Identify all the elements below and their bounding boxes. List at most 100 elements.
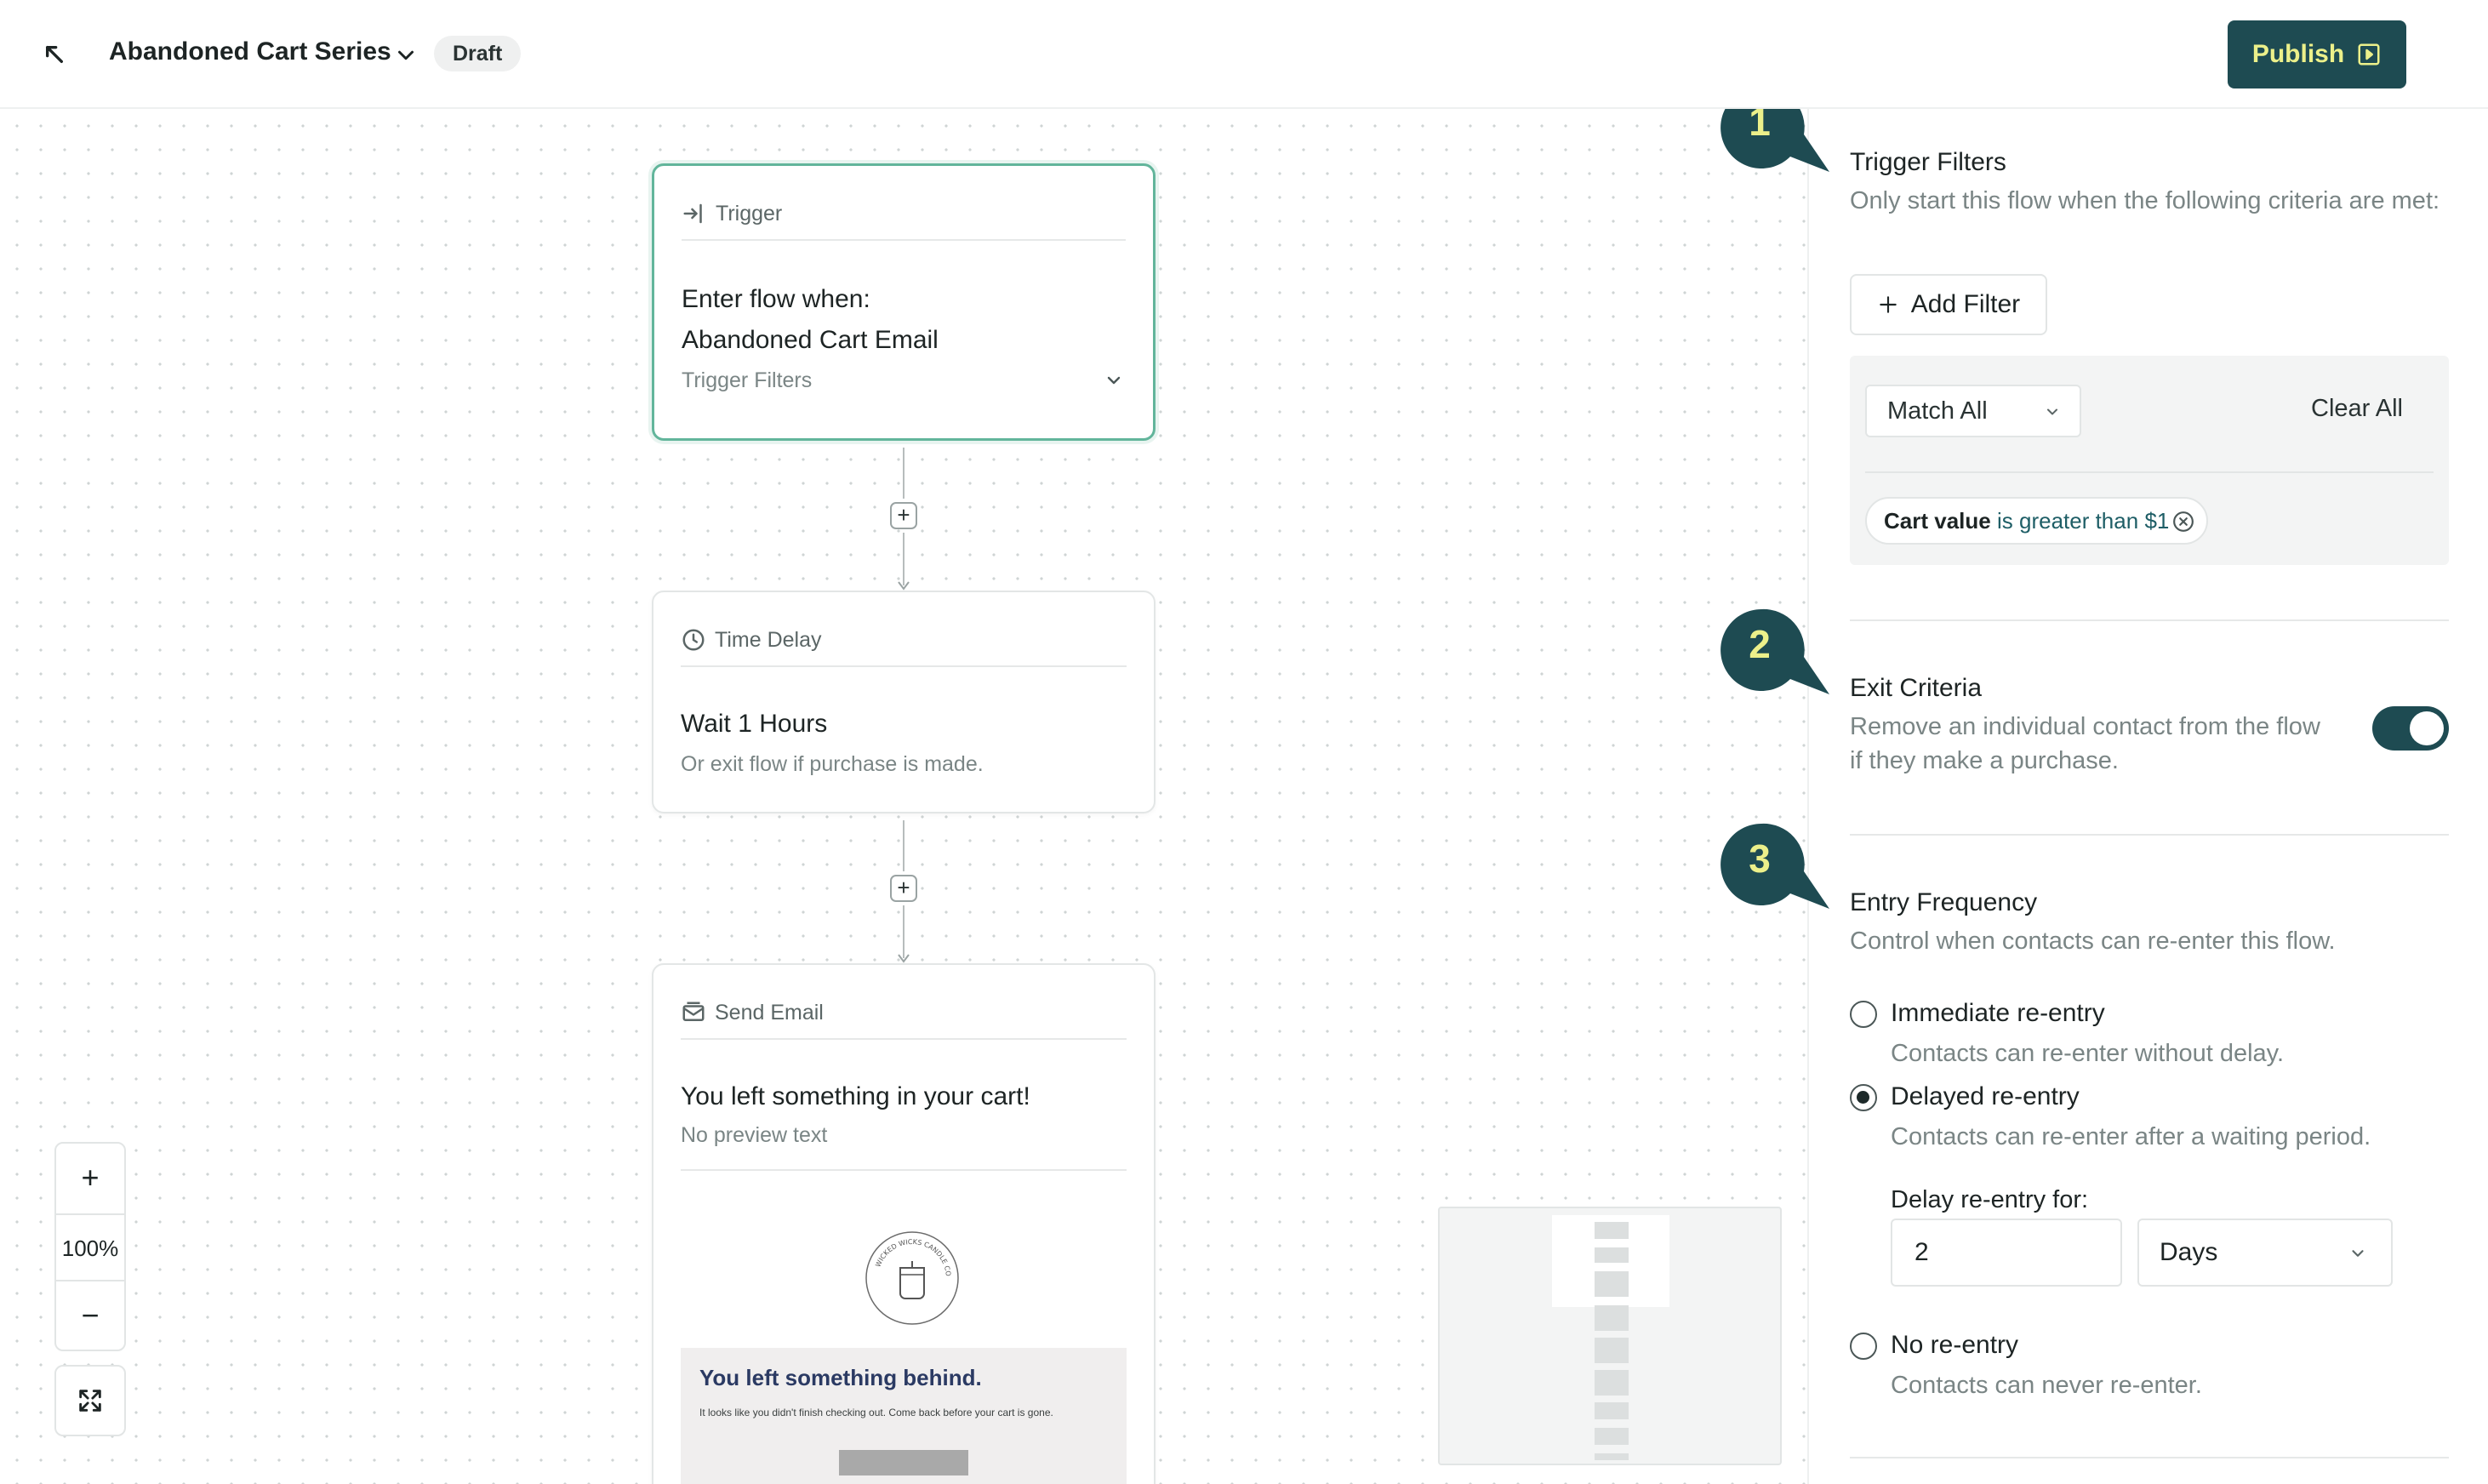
minimap-node: [1595, 1305, 1629, 1331]
expand-icon: [79, 1390, 101, 1412]
trigger-line1: Enter flow when:: [682, 285, 870, 313]
minimap-node: [1595, 1271, 1629, 1297]
zoom-controls: + 100% −: [54, 1142, 126, 1351]
minimap-node: [1595, 1370, 1629, 1396]
radio-no-reentry[interactable]: [1850, 1333, 1877, 1360]
zoom-level: 100%: [56, 1213, 124, 1281]
send-email-card[interactable]: Send Email You left something in your ca…: [652, 963, 1156, 1484]
toggle-knob: [2410, 711, 2444, 745]
delay-amount-input[interactable]: [1891, 1219, 2122, 1287]
exit-criteria-description: Remove an individual contact from the fl…: [1850, 713, 2320, 774]
section-divider: [1850, 1457, 2449, 1458]
delay-reentry-label: Delay re-entry for:: [1891, 1186, 2089, 1213]
email-banner-title: You left something behind.: [699, 1365, 982, 1390]
minimap-node: [1595, 1402, 1629, 1419]
add-step-button[interactable]: +: [890, 875, 917, 902]
radio-label[interactable]: Immediate re-entry: [1891, 999, 2105, 1027]
callout-marker: [1720, 608, 1829, 694]
exit-criteria-title: Exit Criteria: [1850, 674, 1983, 702]
connector-line: [903, 448, 904, 499]
radio-label[interactable]: Delayed re-entry: [1891, 1082, 2080, 1110]
time-delay-card[interactable]: Time Delay Wait 1 Hours Or exit flow if …: [652, 591, 1156, 813]
clear-all-button[interactable]: Clear All: [2311, 395, 2403, 422]
chevron-down-icon: [2352, 1250, 2364, 1257]
connector-line: [903, 820, 904, 871]
brand-logo: WICKED WICKS CANDLE CO: [865, 1231, 959, 1325]
divider: [1865, 471, 2434, 473]
email-icon: [682, 1002, 705, 1021]
delay-unit-value: Days: [2160, 1238, 2218, 1266]
entry-frequency-description: Control when contacts can re-enter this …: [1850, 928, 2336, 955]
fit-view-button[interactable]: [54, 1365, 126, 1436]
arrow-down-icon: [898, 581, 910, 591]
exit-criteria-toggle[interactable]: [2372, 706, 2449, 751]
publish-icon: [2358, 43, 2380, 66]
radio-description: Contacts can re-enter after a waiting pe…: [1891, 1123, 2371, 1150]
filter-connector: is: [1996, 508, 2013, 534]
minimap-node: [1595, 1222, 1629, 1239]
trigger-filters-title: Trigger Filters: [1850, 148, 2006, 176]
delay-card-header: Time Delay: [681, 626, 1127, 667]
radio-description: Contacts can never re-enter.: [1891, 1372, 2202, 1399]
add-filter-button[interactable]: Add Filter: [1850, 274, 2047, 335]
minimap-node: [1595, 1453, 1629, 1460]
minimap-node: [1595, 1247, 1629, 1263]
flow-canvas[interactable]: Trigger Enter flow when: Abandoned Cart …: [0, 109, 1807, 1484]
email-card-header: Send Email: [681, 999, 1127, 1040]
zoom-out-button[interactable]: −: [81, 1298, 100, 1333]
email-card-type: Send Email: [715, 1000, 824, 1025]
callout-marker: [1720, 823, 1829, 909]
entry-frequency-title: Entry Frequency: [1850, 888, 2038, 916]
trigger-event-name: Abandoned Cart Email: [682, 326, 939, 354]
add-filter-label: Add Filter: [1910, 290, 2021, 318]
add-step-button[interactable]: +: [890, 502, 917, 529]
email-thumbnail: WICKED WICKS CANDLE CO You left somethin…: [681, 1186, 1127, 1484]
email-preview-text: No preview text: [681, 1123, 828, 1147]
arrow-down-icon: [898, 954, 910, 963]
connector-line: [903, 533, 904, 585]
email-banner-text: It looks like you didn't finish checking…: [699, 1407, 1053, 1418]
divider: [681, 1169, 1127, 1171]
delay-unit-select[interactable]: Days: [2137, 1219, 2393, 1287]
filter-value: $1: [2144, 508, 2170, 534]
delay-card-subtitle: Or exit flow if purchase is made.: [681, 752, 984, 776]
minimap-node: [1595, 1338, 1629, 1363]
callout-number-3: 3: [1749, 836, 1771, 881]
email-subject: You left something in your cart!: [681, 1082, 1030, 1110]
delay-card-type: Time Delay: [715, 627, 822, 652]
zoom-in-button[interactable]: +: [81, 1160, 100, 1195]
trigger-filters-description: Only start this flow when the following …: [1850, 187, 2440, 214]
trigger-card-header: Trigger: [682, 200, 1126, 241]
minimap-node: [1595, 1428, 1629, 1445]
clock-icon: [682, 629, 705, 651]
chevron-down-icon[interactable]: [1104, 370, 1124, 391]
flow-title[interactable]: Abandoned Cart Series: [109, 37, 391, 66]
chevron-down-icon[interactable]: [393, 43, 419, 68]
callout-number-2: 2: [1749, 622, 1771, 666]
section-divider: [1850, 834, 2449, 836]
match-mode-select[interactable]: Match All: [1865, 385, 2081, 437]
match-mode-value: Match All: [1887, 397, 1988, 425]
email-banner: You left something behind. It looks like…: [681, 1348, 1127, 1484]
chevron-down-icon: [2047, 408, 2057, 415]
status-badge: Draft: [434, 36, 522, 71]
minimap[interactable]: [1438, 1207, 1782, 1465]
plus-icon: [1880, 296, 1897, 313]
radio-immediate-reentry[interactable]: [1850, 1001, 1877, 1028]
radio-description: Contacts can re-enter without delay.: [1891, 1040, 2285, 1067]
radio-label[interactable]: No re-entry: [1891, 1331, 2019, 1359]
connector-line: [903, 905, 904, 958]
filter-chip[interactable]: Cart value is greater than $1: [1865, 497, 2209, 545]
trigger-filters-toggle-label[interactable]: Trigger Filters: [682, 368, 813, 392]
email-banner-cta: [839, 1450, 968, 1475]
filter-field: Cart value: [1884, 508, 1991, 534]
top-bar: Abandoned Cart Series Draft Publish: [0, 0, 2488, 109]
trigger-card[interactable]: Trigger Enter flow when: Abandoned Cart …: [652, 163, 1156, 441]
collapse-arrow-icon[interactable]: [37, 37, 71, 71]
delay-card-title: Wait 1 Hours: [681, 710, 828, 738]
publish-button[interactable]: Publish: [2228, 20, 2406, 88]
publish-label: Publish: [2251, 40, 2345, 68]
trigger-card-type: Trigger: [716, 201, 783, 225]
remove-filter-icon[interactable]: [2172, 511, 2194, 533]
radio-delayed-reentry[interactable]: [1850, 1084, 1877, 1111]
